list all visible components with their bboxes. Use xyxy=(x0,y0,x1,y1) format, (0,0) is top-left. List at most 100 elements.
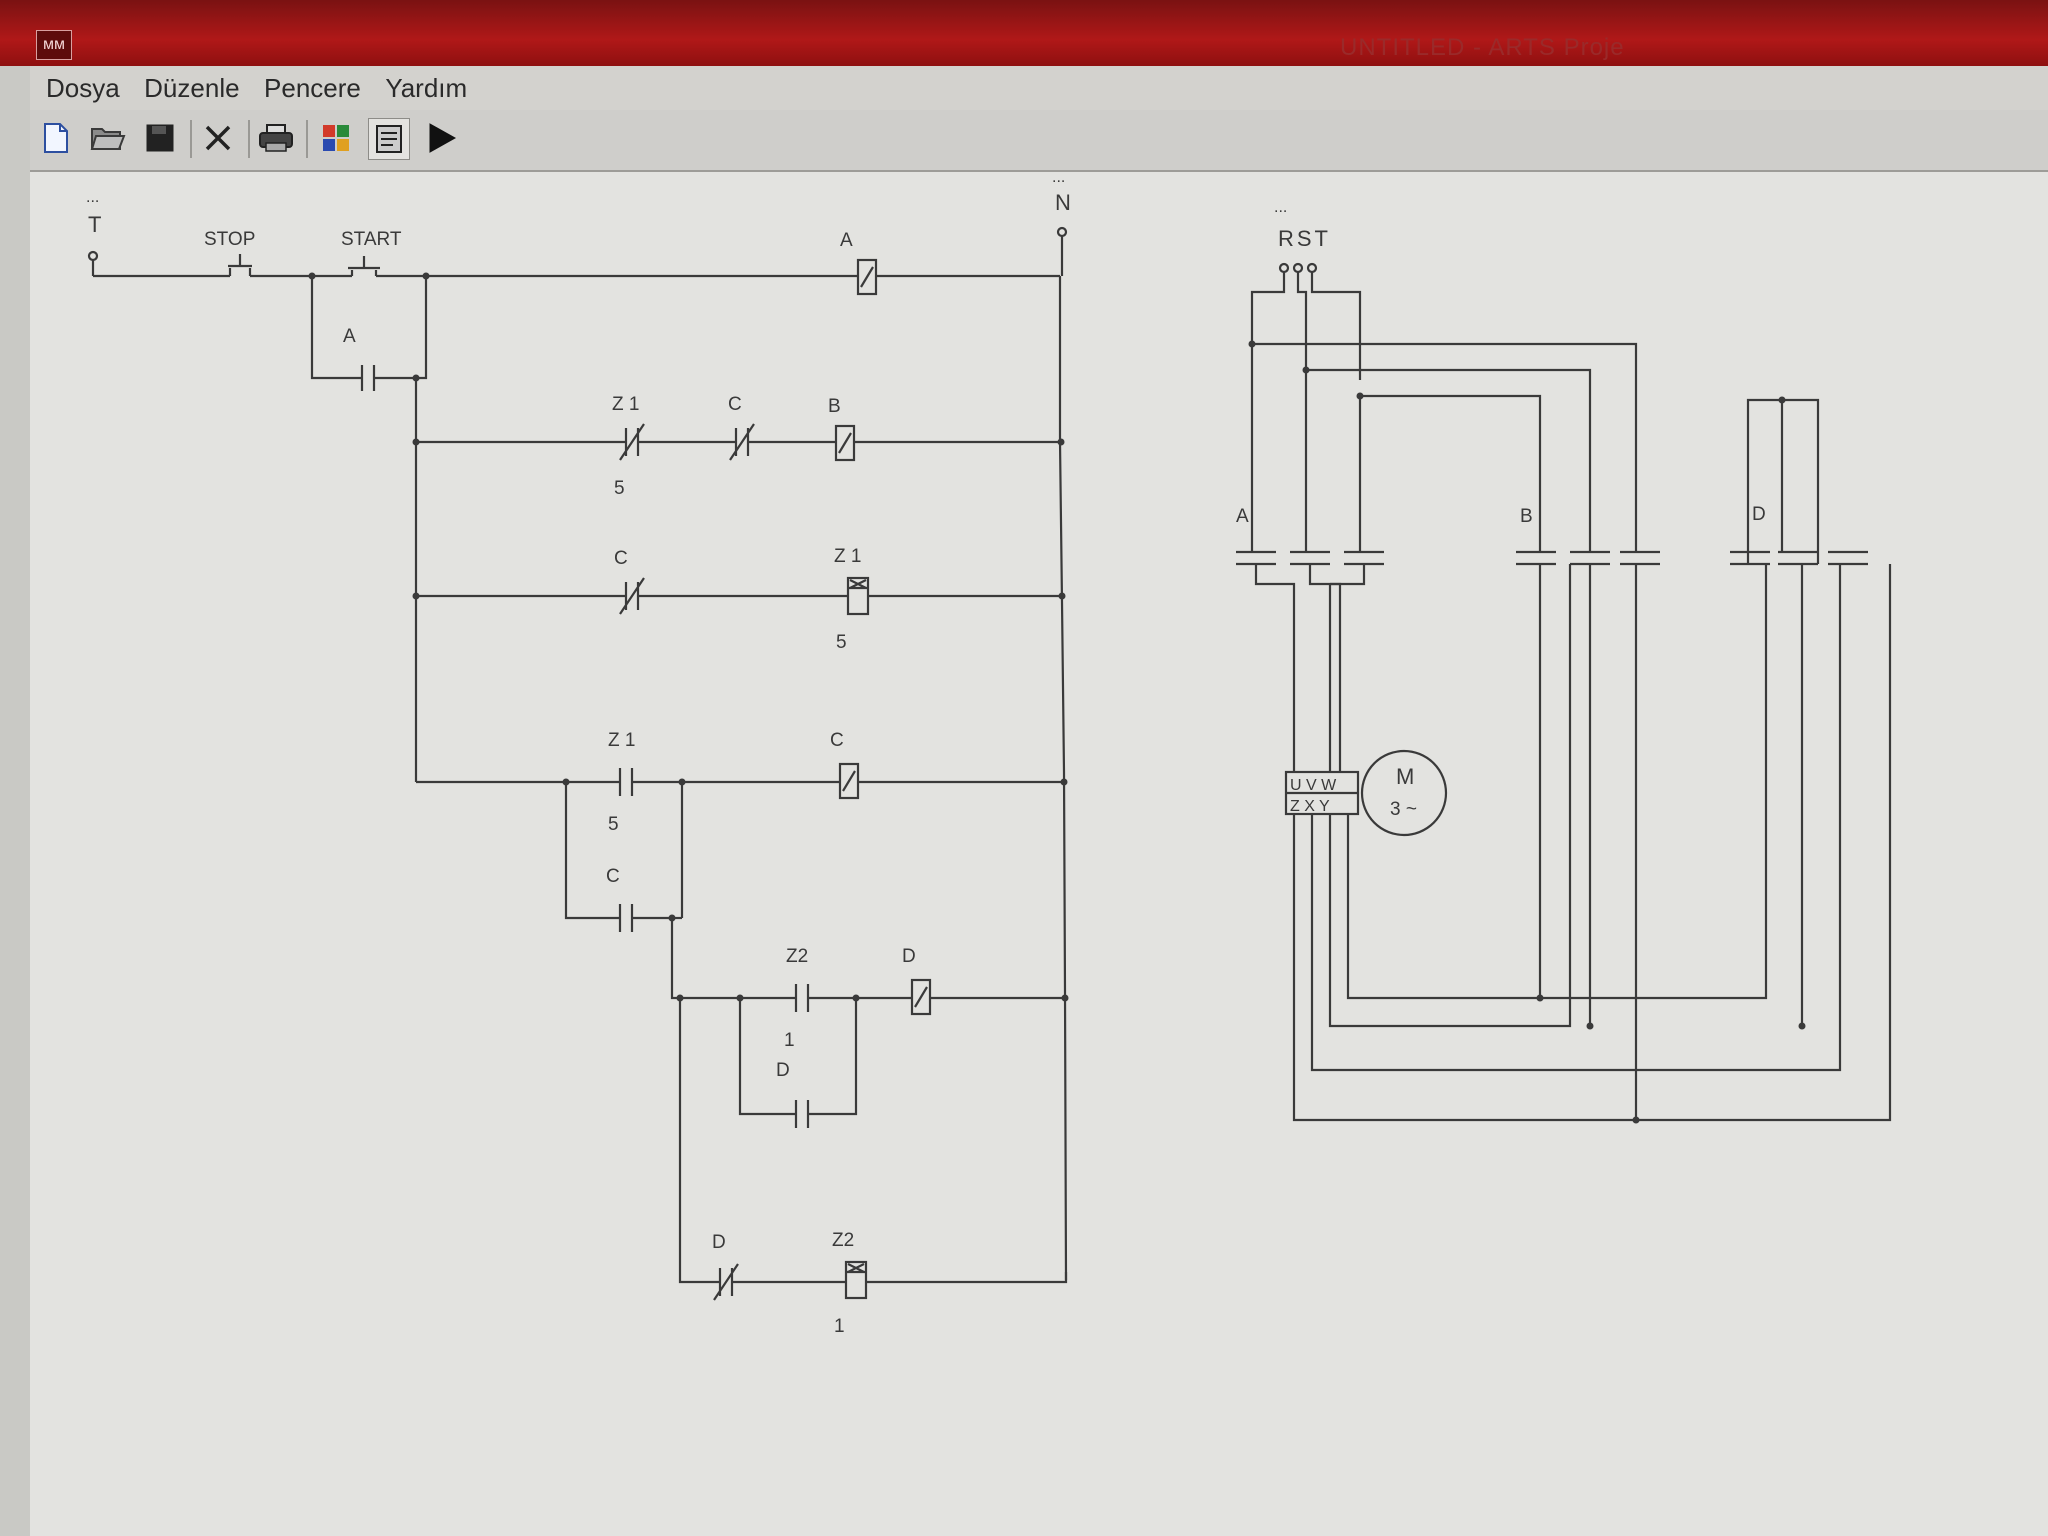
rst-ellipsis: ... xyxy=(1274,199,1287,216)
stop-button[interactable] xyxy=(228,254,252,276)
contact-c-seal[interactable] xyxy=(618,904,634,932)
contactor-a-label: A xyxy=(1236,506,1249,527)
motor[interactable] xyxy=(1360,749,1448,837)
z2-no-sub: 1 xyxy=(784,1030,795,1051)
rst-label: RST xyxy=(1278,226,1331,251)
contactor-a[interactable] xyxy=(1236,550,1384,566)
terminals-bottom: Z X Y xyxy=(1290,798,1330,815)
timer-z2[interactable] xyxy=(844,1260,868,1300)
n-ellipsis: ... xyxy=(1052,172,1065,186)
wire xyxy=(738,998,796,1116)
d-nc-label: D xyxy=(712,1232,726,1253)
timer-z1-label: Z 1 xyxy=(834,546,861,567)
wire xyxy=(1308,564,1342,772)
menu-duzenle[interactable]: Düzenle xyxy=(144,73,240,103)
save-icon[interactable] xyxy=(140,118,180,158)
properties-icon[interactable] xyxy=(368,118,410,160)
z1-no-sub: 5 xyxy=(608,814,619,835)
bus-s xyxy=(1306,368,1592,552)
coil-slash xyxy=(860,266,874,288)
contact-z1-no[interactable] xyxy=(618,768,634,796)
z1-no-label: Z 1 xyxy=(608,730,635,751)
stop-label: STOP xyxy=(204,229,255,250)
drawing-canvas[interactable]: ... T STOP START A ... N A Z 1 5 C B C xyxy=(30,172,2048,1536)
phase-s xyxy=(1296,272,1308,380)
z2-no-label: Z2 xyxy=(786,946,808,967)
z1-nc-label: Z 1 xyxy=(612,394,639,415)
motor-label: M xyxy=(1396,764,1414,789)
new-file-icon[interactable] xyxy=(36,118,76,158)
z1-nc-sub: 5 xyxy=(614,478,625,499)
bus-t xyxy=(1360,394,1542,552)
menu-pencere[interactable]: Pencere xyxy=(264,73,361,103)
bus-r xyxy=(1252,342,1638,552)
wire xyxy=(1346,564,1768,1000)
supply-t-label: T xyxy=(88,212,101,237)
c-seal-label: C xyxy=(606,866,620,887)
phase-t xyxy=(1310,272,1362,380)
wire xyxy=(1330,564,1366,586)
terminals-top: U V W xyxy=(1290,777,1337,794)
contactor-b-label: B xyxy=(1520,506,1533,527)
wire xyxy=(808,998,858,1116)
open-folder-icon[interactable] xyxy=(88,118,128,158)
app-icon[interactable]: ᴍᴍ xyxy=(36,30,72,60)
seal-contact-a[interactable] xyxy=(360,365,376,391)
phase-r xyxy=(1250,272,1286,380)
wire xyxy=(310,276,362,380)
terminal-n xyxy=(1056,226,1068,238)
motor-phase: 3 ~ xyxy=(1390,799,1417,820)
supply-n-label: N xyxy=(1055,190,1071,215)
terminal-t xyxy=(87,250,99,262)
menu-bar: Dosya Düzenle Pencere Yardım xyxy=(30,66,2048,111)
timer-z2-sub: 1 xyxy=(834,1316,845,1337)
window-title: UNTITLED - ARTS Proje xyxy=(1340,34,1625,61)
coil-a-label: A xyxy=(840,230,853,251)
coil-slash xyxy=(842,770,856,792)
junction xyxy=(1061,994,1069,1002)
terminal-s xyxy=(1292,262,1304,274)
c-nc2-label: C xyxy=(614,548,628,569)
menu-yardim[interactable]: Yardım xyxy=(385,73,468,103)
t-ellipsis: ... xyxy=(86,189,99,206)
terminal-t-phase xyxy=(1306,262,1318,274)
wire xyxy=(564,782,620,920)
coil-d-label: D xyxy=(902,946,916,967)
timer-z2-label: Z2 xyxy=(832,1230,854,1251)
wire xyxy=(1328,564,1572,1028)
start-label: START xyxy=(341,229,402,250)
coil-slash xyxy=(838,432,852,454)
coil-slash xyxy=(914,986,928,1008)
contact-d-seal[interactable] xyxy=(794,1100,810,1128)
toolbar xyxy=(30,110,2048,172)
run-icon[interactable] xyxy=(422,118,462,158)
seal-a-label: A xyxy=(343,326,356,347)
start-button[interactable] xyxy=(312,256,380,278)
print-icon[interactable] xyxy=(256,118,296,158)
d-seal-label: D xyxy=(776,1060,790,1081)
contact-z2-no[interactable] xyxy=(794,984,810,1012)
timer-z1-sub: 5 xyxy=(836,632,847,653)
c-nc-label: C xyxy=(728,394,742,415)
neutral-rail xyxy=(1058,276,1068,1281)
junction xyxy=(1060,778,1068,786)
schematic-drawing: ... T STOP START A ... N A Z 1 5 C B C xyxy=(86,172,1892,1337)
terminal-r xyxy=(1278,262,1290,274)
timer-mark xyxy=(848,579,868,590)
wire xyxy=(670,918,680,1000)
junction xyxy=(1057,438,1065,446)
wire xyxy=(1254,564,1296,772)
wire xyxy=(1310,564,1842,1072)
coil-c-label: C xyxy=(830,730,844,751)
menu-dosya[interactable]: Dosya xyxy=(46,73,120,103)
junction xyxy=(1058,592,1066,600)
delete-icon[interactable] xyxy=(198,118,238,158)
contactor-b[interactable] xyxy=(1516,550,1660,566)
components-icon[interactable] xyxy=(316,118,356,158)
timer-mark xyxy=(846,1263,866,1274)
contactor-d-label: D xyxy=(1752,504,1766,525)
title-bar: ᴍᴍ UNTITLED - ARTS Proje xyxy=(0,0,2048,66)
wire xyxy=(416,276,428,380)
contactor-d[interactable] xyxy=(1730,550,1868,566)
wire xyxy=(1292,564,1892,1122)
